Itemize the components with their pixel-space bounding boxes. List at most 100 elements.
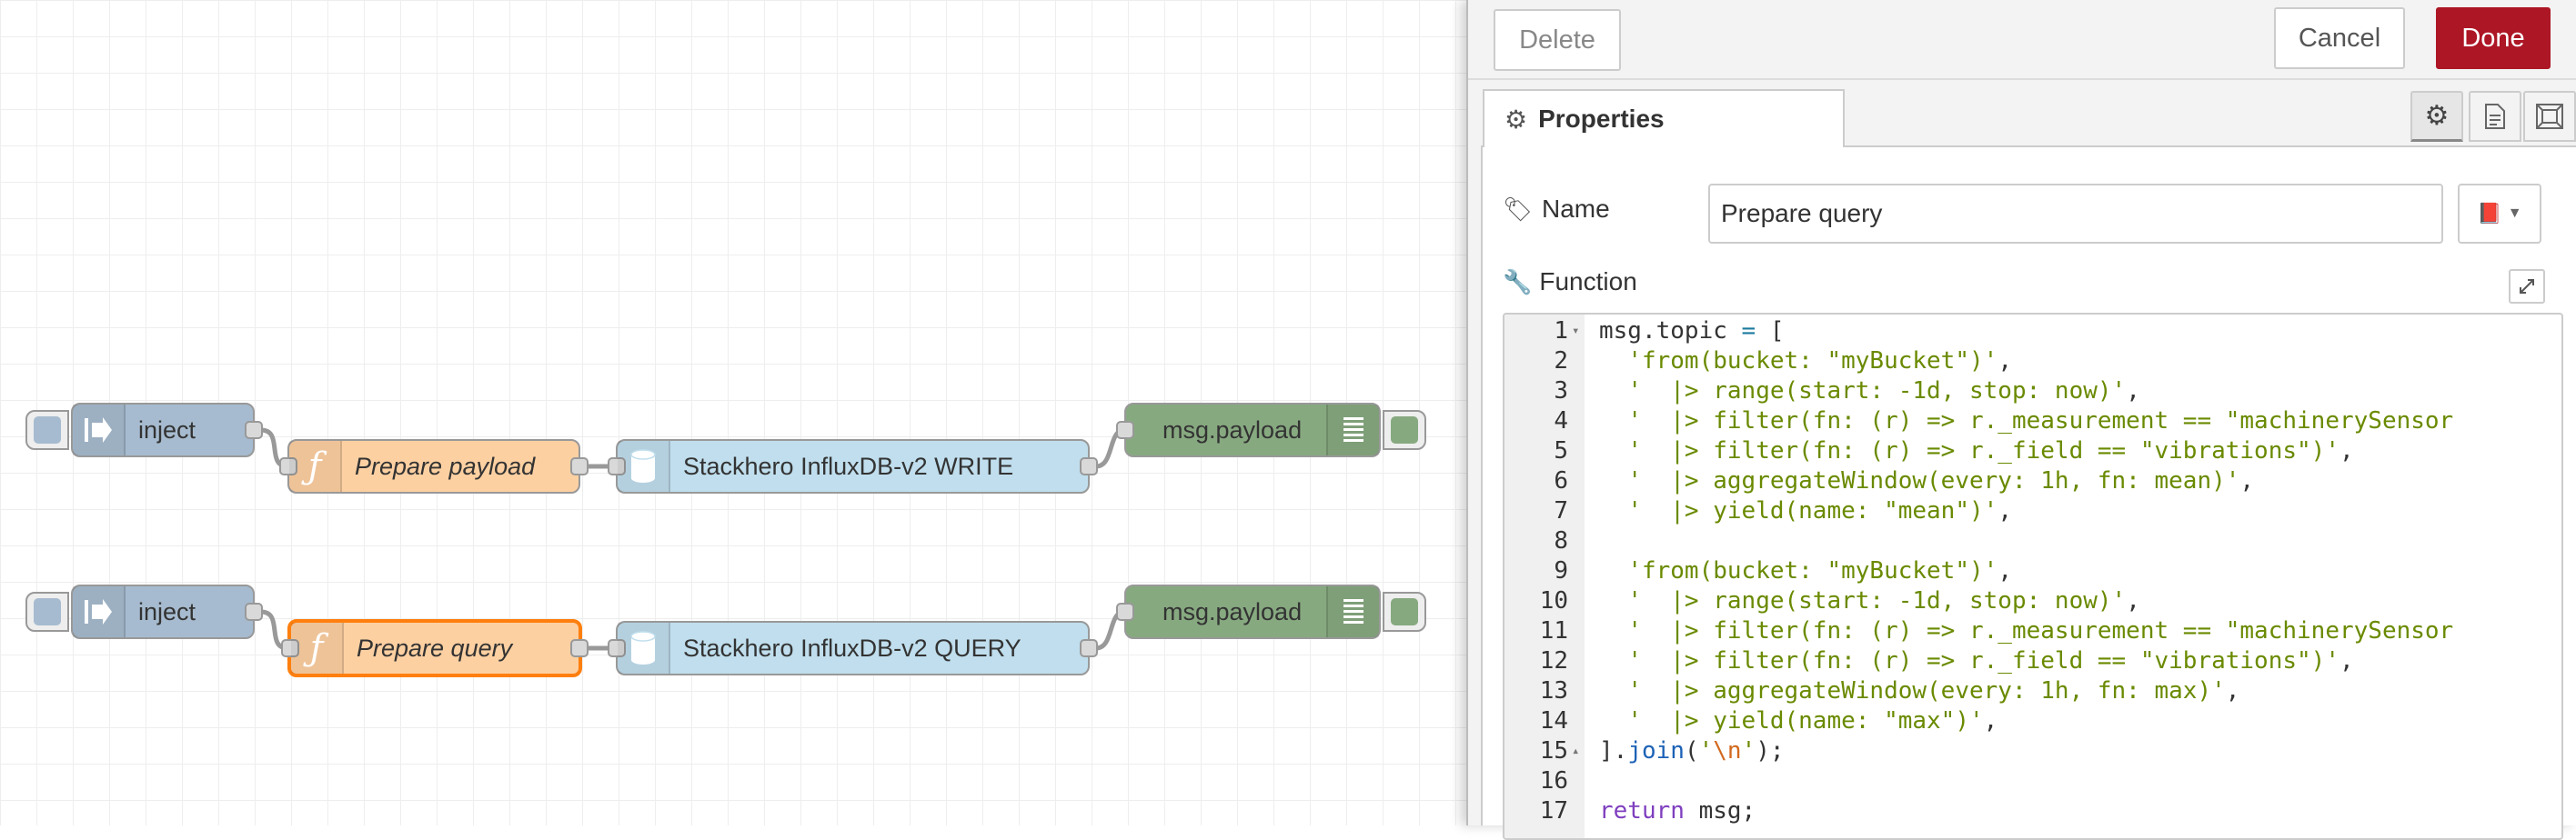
code-line[interactable]: 13 ' |> aggregateWindow(every: 1h, fn: m… — [1504, 676, 2561, 706]
code-text: ' |> filter(fn: (r) => r._measurement ==… — [1627, 617, 2454, 645]
list-icon — [1326, 586, 1379, 637]
name-row: 🏷 Name 📕 ▼ — [1483, 184, 2576, 244]
debug-node-label: msg.payload — [1162, 415, 1303, 444]
input-port[interactable] — [279, 457, 297, 475]
code-line[interactable]: 6 ' |> aggregateWindow(every: 1h, fn: me… — [1504, 466, 2561, 496]
line-number: 17 — [1539, 797, 1568, 825]
code-text: 'from(bucket: "myBucket")', — [1627, 557, 2012, 585]
code-text: ].join('\n'); — [1599, 737, 1785, 765]
inject-node[interactable]: inject — [25, 403, 263, 457]
expand-editor-button[interactable] — [2509, 269, 2545, 304]
arrow-in-icon — [73, 586, 126, 637]
code-line[interactable]: 3 ' |> range(start: -1d, stop: now)', — [1504, 376, 2561, 406]
tray-tabs: ⚙ Properties ⚙ — [1481, 84, 2576, 149]
code-line[interactable]: 15▴].join('\n'); — [1504, 736, 2561, 766]
code-line[interactable]: 1▾msg.topic = [ — [1504, 316, 2561, 346]
code-line[interactable]: 2 'from(bucket: "myBucket")', — [1504, 346, 2561, 376]
code-line[interactable]: 5 ' |> filter(fn: (r) => r._field == "vi… — [1504, 436, 2561, 466]
gear-icon: ⚙ — [2424, 101, 2450, 131]
name-field[interactable] — [1708, 184, 2443, 244]
function-label-text: Function — [1539, 267, 1637, 295]
document-icon — [2485, 104, 2505, 129]
influxdb-write-node[interactable]: Stackhero InfluxDB-v2 WRITE — [608, 439, 1098, 494]
function-node-prepare-query[interactable]: ƒ Prepare query — [281, 619, 589, 677]
influxdb-query-node[interactable]: Stackhero InfluxDB-v2 QUERY — [608, 621, 1098, 675]
edit-tray: Delete Cancel Done ⚙ Properties ⚙ 🏷 Name… — [1466, 0, 2576, 840]
line-number: 6 — [1554, 467, 1568, 495]
delete-button[interactable]: Delete — [1494, 9, 1621, 71]
code-line[interactable]: 11 ' |> filter(fn: (r) => r._measurement… — [1504, 616, 2561, 646]
tag-icon: 🏷 — [1503, 195, 1534, 223]
output-port[interactable] — [570, 639, 589, 657]
code-text: ' |> yield(name: "mean")', — [1627, 497, 2012, 525]
wrench-icon: 🔧 — [1503, 267, 1533, 295]
code-editor[interactable]: 1▾msg.topic = [2 'from(bucket: "myBucket… — [1503, 313, 2563, 840]
database-icon — [618, 441, 670, 492]
debug-node-label: msg.payload — [1162, 597, 1303, 625]
code-line[interactable]: 16 — [1504, 766, 2561, 796]
name-label: 🏷 Name — [1503, 195, 1610, 224]
code-line[interactable]: 10 ' |> range(start: -1d, stop: now)', — [1504, 586, 2561, 616]
line-number: 7 — [1554, 497, 1568, 525]
code-line[interactable]: 17 return msg; — [1504, 796, 2561, 826]
line-number: 4 — [1554, 407, 1568, 435]
input-port[interactable] — [1116, 421, 1134, 439]
function-node-label: Prepare query — [357, 634, 513, 662]
line-number: 5 — [1554, 437, 1568, 465]
debug-node[interactable]: msg.payload — [1116, 403, 1426, 457]
debug-toggle-button[interactable] — [1383, 592, 1426, 632]
output-port[interactable] — [245, 421, 263, 439]
inject-trigger-button[interactable] — [25, 410, 69, 450]
code-line[interactable]: 8 — [1504, 526, 2561, 556]
line-number-gutter — [1504, 315, 1585, 838]
output-port[interactable] — [1080, 639, 1098, 657]
code-text: return msg; — [1599, 797, 1756, 825]
code-line[interactable]: 12 ' |> filter(fn: (r) => r._field == "v… — [1504, 646, 2561, 676]
function-icon: ƒ — [289, 441, 342, 492]
input-port[interactable] — [281, 639, 299, 657]
input-port[interactable] — [608, 457, 626, 475]
name-label-text: Name — [1542, 195, 1610, 223]
function-icon: ƒ — [291, 623, 344, 674]
code-line[interactable]: 9 'from(bucket: "myBucket")', — [1504, 556, 2561, 586]
inject-node[interactable]: inject — [25, 585, 263, 639]
input-port[interactable] — [608, 639, 626, 657]
output-port[interactable] — [570, 457, 589, 475]
done-button[interactable]: Done — [2436, 7, 2551, 69]
code-line[interactable]: 4 ' |> filter(fn: (r) => r._measurement … — [1504, 406, 2561, 436]
database-icon — [618, 623, 670, 674]
flow-workspace[interactable]: inject ƒ Prepare payload Stackhero Influ… — [0, 0, 1466, 825]
library-button[interactable]: 📕 ▼ — [2458, 184, 2541, 244]
inject-node-label: inject — [138, 415, 196, 444]
fold-toggle-icon[interactable]: ▾ — [1572, 324, 1580, 338]
tab-description[interactable] — [2469, 91, 2521, 142]
frame-icon — [2536, 104, 2563, 129]
code-line[interactable]: 14 ' |> yield(name: "max")', — [1504, 706, 2561, 736]
function-node-prepare-payload[interactable]: ƒ Prepare payload — [279, 439, 589, 494]
list-icon — [1326, 405, 1379, 455]
output-port[interactable] — [245, 603, 263, 621]
code-text: ' |> yield(name: "max")', — [1627, 707, 1998, 735]
code-text: ' |> aggregateWindow(every: 1h, fn: mean… — [1627, 467, 2255, 495]
tab-appearance[interactable] — [2523, 91, 2576, 142]
debug-node[interactable]: msg.payload — [1116, 585, 1426, 639]
line-number: 16 — [1539, 767, 1568, 795]
fold-toggle-icon[interactable]: ▴ — [1572, 744, 1580, 758]
cancel-button[interactable]: Cancel — [2274, 7, 2405, 69]
line-number: 2 — [1554, 347, 1568, 375]
line-number: 8 — [1554, 527, 1568, 555]
inject-node-label: inject — [138, 597, 196, 625]
line-number: 3 — [1554, 377, 1568, 405]
output-port[interactable] — [1080, 457, 1098, 475]
line-number: 12 — [1539, 647, 1568, 675]
influxdb-node-label: Stackhero InfluxDB-v2 QUERY — [683, 634, 1021, 662]
function-label: 🔧 Function — [1503, 267, 1637, 296]
input-port[interactable] — [1116, 603, 1134, 621]
tab-properties[interactable]: ⚙ Properties — [1483, 89, 1845, 149]
code-line[interactable]: 7 ' |> yield(name: "mean")', — [1504, 496, 2561, 526]
inject-trigger-button[interactable] — [25, 592, 69, 632]
code-text: msg.topic = [ — [1599, 317, 1785, 345]
code-text: ' |> range(start: -1d, stop: now)', — [1627, 377, 2140, 405]
debug-toggle-button[interactable] — [1383, 410, 1426, 450]
tab-settings[interactable]: ⚙ — [2410, 91, 2463, 142]
